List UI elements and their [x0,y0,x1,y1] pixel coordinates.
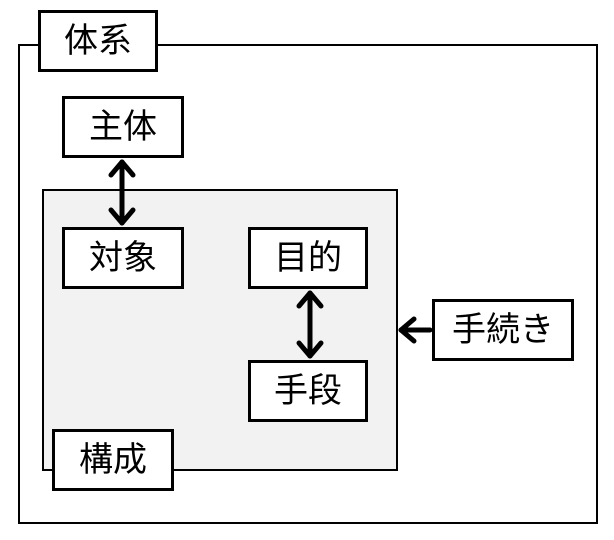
means-box: 手段 [248,360,368,422]
object-box: 対象 [62,227,184,289]
system-label: 体系 [38,10,158,72]
arrow-procedure-composition [398,316,433,344]
arrow-purpose-means [296,290,324,359]
subject-box: 主体 [62,96,184,158]
composition-label: 構成 [52,429,174,491]
procedure-box: 手続き [432,299,574,361]
arrow-subject-object [108,159,136,226]
purpose-box: 目的 [248,227,368,289]
